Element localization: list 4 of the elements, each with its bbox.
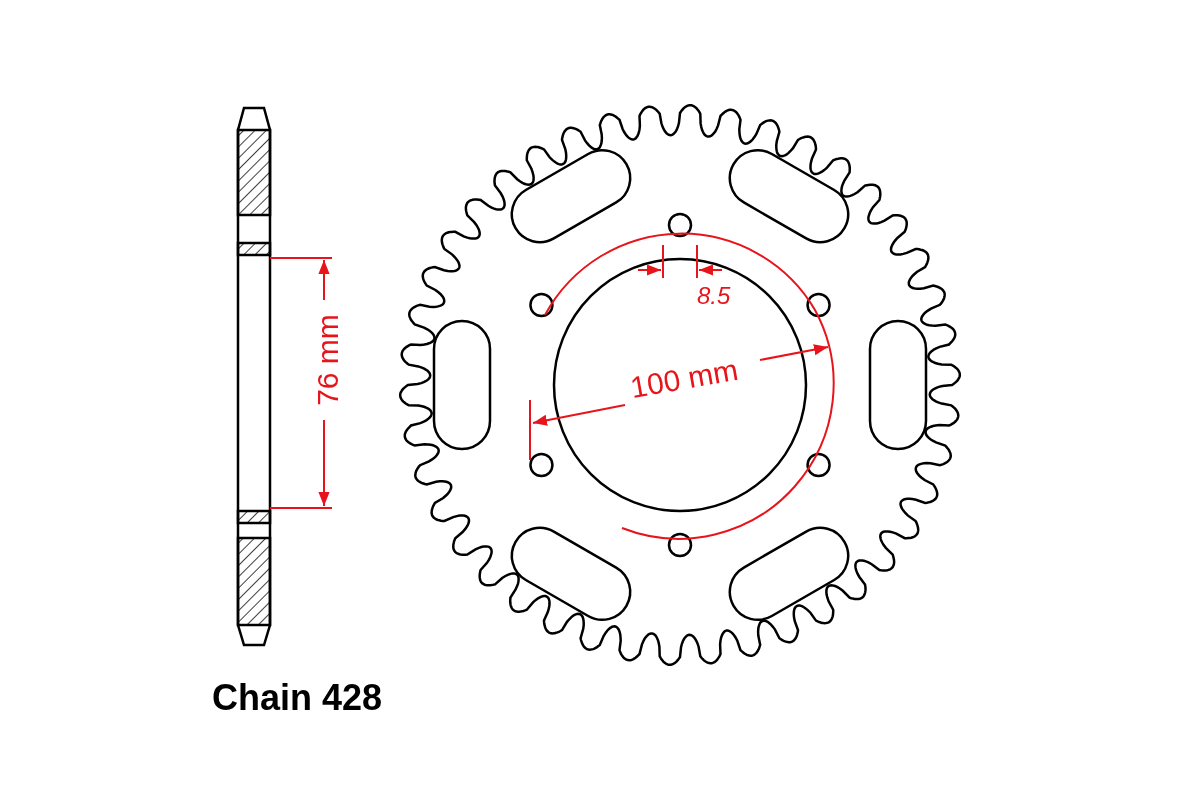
dimension-label: 8.5 [697,284,731,308]
dimension-label: 100 mm [628,354,741,404]
dimension-label: 76 mm [312,314,343,406]
chain-label: Chain 428 [212,680,383,716]
